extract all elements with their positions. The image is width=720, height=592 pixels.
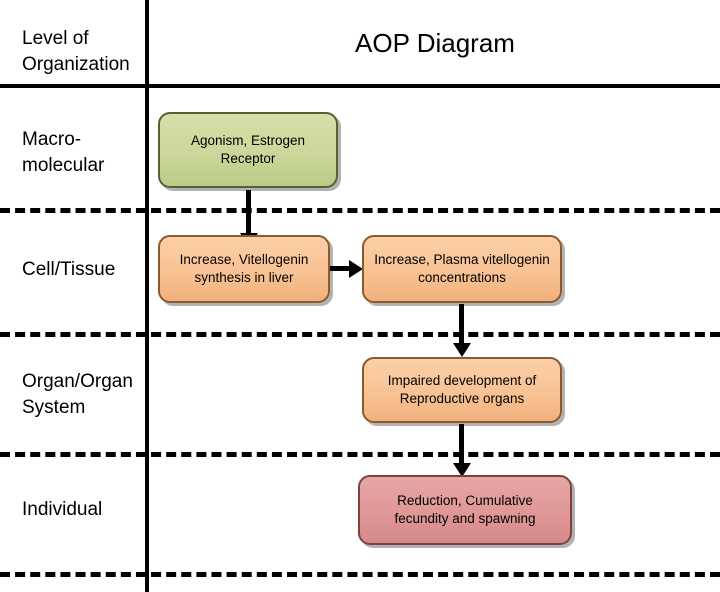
- node-key-event-plasma-vitellogenin[interactable]: Increase, Plasma vitellogenin concentrat…: [362, 235, 562, 303]
- column-divider-line: [145, 0, 149, 592]
- edge-impaired-development-to-fecundity: [459, 424, 464, 464]
- page-title: AOP Diagram: [355, 28, 515, 58]
- row-separator-organ-system: [0, 452, 720, 457]
- node-key-event-impaired-development[interactable]: Impaired development of Reproductive org…: [362, 357, 562, 423]
- row-label-individual: Individual: [22, 499, 103, 520]
- row-separator-individual: [0, 572, 720, 577]
- edge-vtg-synthesis-to-plasma-vtg: [330, 266, 350, 271]
- row-label-macromolecular: Macro- molecular: [22, 129, 105, 176]
- edge-plasma-vtg-to-impaired-development: [459, 304, 464, 344]
- level-of-organization-header: Level of Organization: [22, 28, 130, 75]
- row-separator-macromolecular: [0, 208, 720, 213]
- node-key-event-vitellogenin-synthesis[interactable]: Increase, Vitellogenin synthesis in live…: [158, 235, 330, 303]
- node-molecular-initiating-event[interactable]: Agonism, Estrogen Receptor: [158, 112, 338, 188]
- row-label-cell-tissue: Cell/Tissue: [22, 259, 116, 280]
- header-separator-line: [0, 84, 720, 88]
- node-adverse-outcome-fecundity[interactable]: Reduction, Cumulative fecundity and spaw…: [358, 475, 572, 545]
- row-separator-cell-tissue: [0, 332, 720, 337]
- row-label-organ-organ-system: Organ/Organ System: [22, 371, 133, 418]
- edge-mie-to-vtg-synthesis: [246, 190, 251, 234]
